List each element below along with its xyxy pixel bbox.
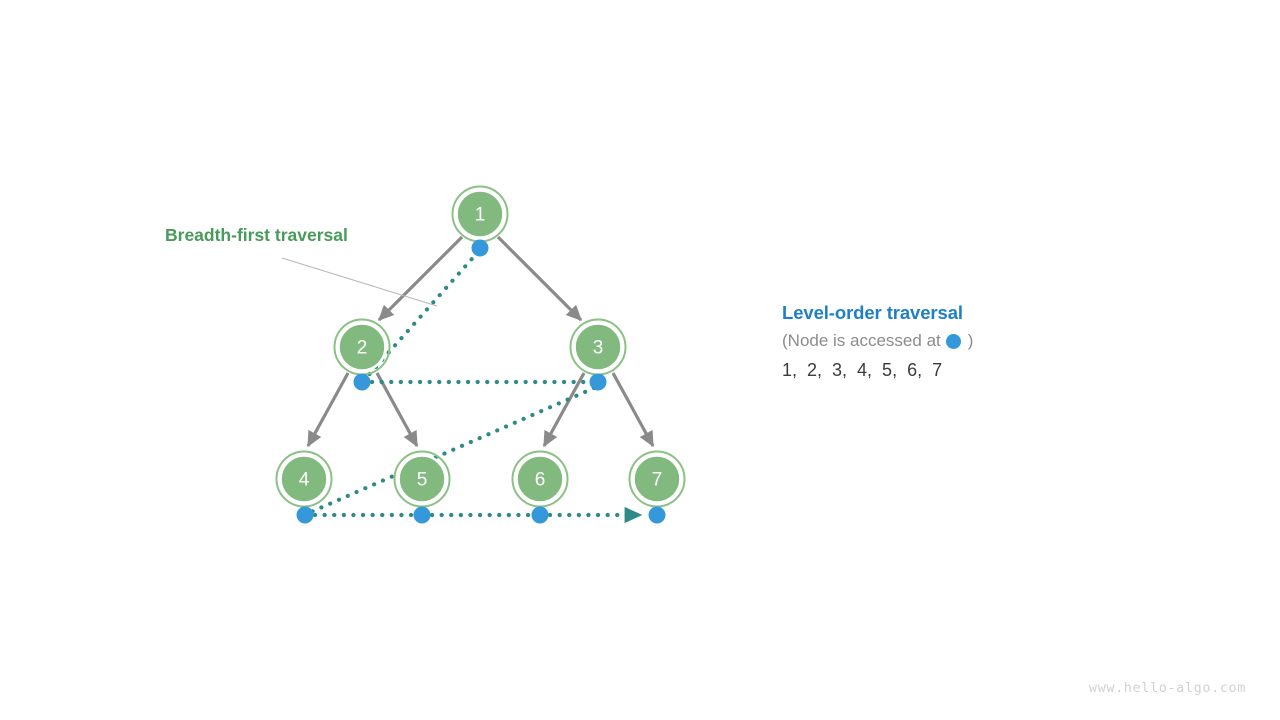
access-dot-node-3 bbox=[589, 373, 607, 391]
access-dot-node-5 bbox=[413, 506, 431, 524]
edge-2-4 bbox=[306, 372, 350, 448]
traversal-segment-3-4 bbox=[308, 385, 597, 515]
node-body bbox=[632, 454, 682, 504]
watermark: www.hello-algo.com bbox=[1088, 680, 1246, 696]
node-label: 5 bbox=[417, 470, 428, 491]
traversal-segment-1-2 bbox=[363, 249, 481, 381]
node-body bbox=[573, 322, 623, 372]
access-dot-node-6 bbox=[531, 506, 549, 524]
access-dot-node-1 bbox=[471, 239, 489, 257]
edge-2-5 bbox=[375, 372, 419, 448]
panel-note-suffix: ) bbox=[967, 331, 974, 351]
node-body bbox=[515, 454, 565, 504]
edge-3-6 bbox=[542, 372, 586, 448]
access-dot-node-4 bbox=[296, 506, 314, 524]
access-dot-node-7 bbox=[648, 506, 666, 524]
edge-3-7 bbox=[611, 372, 655, 448]
node-label: 6 bbox=[535, 470, 546, 491]
panel-title: Level-order traversal bbox=[782, 302, 963, 323]
tree-node-4[interactable]: 4 bbox=[275, 450, 333, 508]
node-label: 7 bbox=[652, 470, 663, 491]
traversal-path bbox=[308, 249, 644, 524]
tree-node-6[interactable]: 6 bbox=[511, 450, 569, 508]
tree-node-5[interactable]: 5 bbox=[393, 450, 451, 508]
node-body bbox=[337, 322, 387, 372]
tree-edges bbox=[306, 235, 655, 448]
node-label: 2 bbox=[357, 338, 368, 359]
node-body bbox=[279, 454, 329, 504]
tree-node-7[interactable]: 7 bbox=[628, 450, 686, 508]
node-ring bbox=[275, 450, 333, 508]
panel-note: (Node is accessed at ) bbox=[782, 332, 1202, 351]
panel-note-prefix: (Node is accessed at bbox=[782, 331, 941, 351]
tree-node-2[interactable]: 2 bbox=[333, 318, 391, 376]
access-dots bbox=[296, 239, 666, 524]
node-body bbox=[397, 454, 447, 504]
access-dot-legend-icon bbox=[945, 334, 961, 350]
node-label: 3 bbox=[593, 338, 604, 359]
node-body bbox=[455, 189, 505, 239]
bfs-label: Breadth-first traversal bbox=[165, 225, 348, 245]
node-label: 4 bbox=[299, 470, 310, 491]
bfs-leader-line bbox=[281, 257, 438, 307]
legend-panel: Level-order traversal (Node is accessed … bbox=[782, 302, 1202, 381]
tree-node-3[interactable]: 3 bbox=[569, 318, 627, 376]
edge-1-3 bbox=[496, 235, 583, 322]
traversal-sequence: 1, 2, 3, 4, 5, 6, 7 bbox=[782, 360, 943, 381]
node-label: 1 bbox=[475, 205, 486, 226]
edge-1-2 bbox=[377, 235, 464, 322]
tree-node-1[interactable]: 1 bbox=[451, 185, 509, 243]
access-dot-node-2 bbox=[353, 373, 371, 391]
